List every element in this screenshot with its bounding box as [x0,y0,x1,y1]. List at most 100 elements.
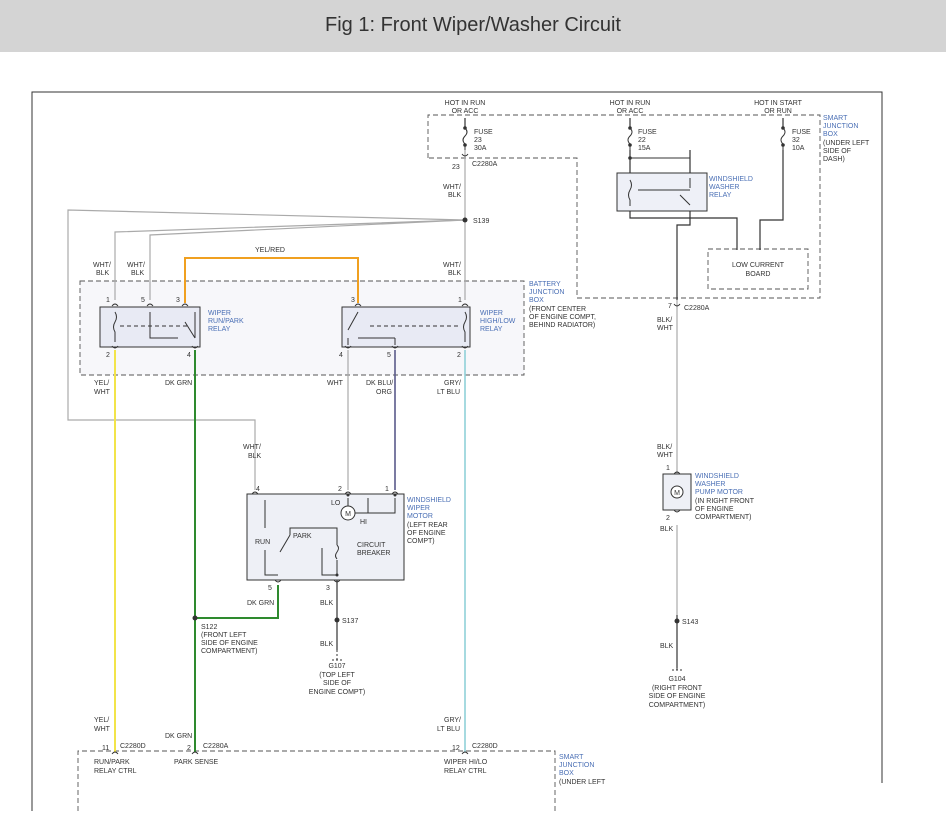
wht-blk-3-l1: WHT/ [443,262,461,269]
bottom-hilo-ctrl-l2: RELAY CTRL [444,768,487,775]
wire-wht-blk-2 [149,219,466,300]
bottom-yel-wht-l2: WHT [94,726,111,733]
gry-lt-blu-mid-l2: LT BLU [437,389,460,396]
wire-yel-red [184,257,359,303]
pump-blk-wht2-l2: WHT [657,452,674,459]
wm-breaker-l1: CIRCUIT [357,542,386,549]
wm-blk: BLK [320,600,334,607]
lcb-l1: LOW CURRENT [732,262,785,269]
bottom-sjb-l1: SMART [559,754,584,761]
s143-dot [674,618,680,624]
wire-dk-grn [194,350,279,752]
rp-label-l1: WIPER [208,310,231,317]
rp-pin2: 2 [106,352,110,359]
wm-loc-l2: OF ENGINE [407,530,446,537]
pump-blk2: BLK [660,643,674,650]
rp-label-l3: RELAY [208,326,231,333]
wht-blk-3-l2: BLK [448,270,462,277]
wm-label-l1: WINDSHIELD [407,497,451,504]
g107-loc-l2: SIDE OF [323,680,351,687]
wm-pin2: 2 [338,486,342,493]
wm-dk-grn: DK GRN [247,600,274,607]
pump-label-l2: WASHER [695,481,725,488]
gry-lt-blu-mid-l1: GRY/ [444,380,461,387]
bjb-l2: JUNCTION [529,289,564,296]
g104-label: G104 [668,676,685,683]
g107-label: G107 [328,663,345,670]
hl-pin3: 3 [351,297,355,304]
fuse22-l1: FUSE [638,129,657,136]
fuse32-l3: 10A [792,145,805,152]
fuse23-l1: FUSE [474,129,493,136]
bjb-l3: BOX [529,297,544,304]
hl-pin1: 1 [458,297,462,304]
wht-mid: WHT [327,380,344,387]
wm-loc-l3: COMPT) [407,538,435,545]
wm-lo: LO [331,500,341,507]
g107-loc-l3: ENGINE COMPT) [309,689,365,696]
fuse-symbols [462,127,786,150]
hl-label-l2: HIGH/LOW [480,318,516,325]
s122-loc-l2: SIDE OF ENGINE [201,640,258,647]
pump-blk: BLK [660,526,674,533]
wm-hi: HI [360,519,367,526]
wht-blk-1-l1: WHT/ [93,262,111,269]
bottom-gry-l1: GRY/ [444,717,461,724]
wht-blk-top-l1: WHT/ [443,184,461,191]
s122-loc-l3: COMPARTMENT) [201,648,258,655]
s143-label: S143 [682,619,698,626]
wm-pin4: 4 [256,486,260,493]
wm-label-l3: MOTOR [407,513,433,520]
lcb-l2: BOARD [746,271,771,278]
wire-wht-blk-loop [67,209,466,490]
wire-wht-blk-1 [114,219,466,300]
sjb-top-l1: SMART [823,115,848,122]
bottom-hilo-ctrl-l1: WIPER HI/LO [444,759,488,766]
bottom-yel-wht-l1: YEL/ [94,717,109,724]
sjb-top-dashed-box [427,114,821,299]
pump-blk-wht2-l1: BLK/ [657,444,672,451]
junction-dots [192,126,785,624]
bottom-sjb-l3: BOX [559,770,574,777]
pump-m: M [674,490,680,497]
bottom-c2280d-1: C2280D [120,743,146,750]
bottom-sjb-l2: JUNCTION [559,762,594,769]
washer-relay-l3: RELAY [709,192,732,199]
washer-relay-feed [630,157,691,175]
rp-pin3: 3 [176,297,180,304]
s122-dot [192,615,198,621]
bottom-c2280d-2: C2280D [472,743,498,750]
wm-pin3: 3 [326,585,330,592]
pump-loc-l2: OF ENGINE [695,506,734,513]
hot3-line2: OR RUN [764,108,792,115]
diagram-canvas: HOT IN RUN OR ACC HOT IN RUN OR ACC HOT … [31,91,883,811]
g104-loc-l2: SIDE OF ENGINE [649,693,706,700]
washer-relay-l1: WINDSHIELD [709,176,753,183]
pump-label-l3: PUMP MOTOR [695,489,743,496]
pin-7: 7 [668,303,672,310]
pump-motor-m-symbol [670,485,684,499]
pump-pin2: 2 [666,515,670,522]
washer-relay-l2: WASHER [709,184,739,191]
fuse22-l2: 22 [638,137,646,144]
bottom-park-sense: PARK SENSE [174,759,219,766]
hot2-line1: HOT IN RUN [610,100,651,107]
washer-relay-internals [628,178,691,206]
wm-breaker-l2: BREAKER [357,550,390,557]
fuse22-l3: 15A [638,145,651,152]
sjb-top-l3: BOX [823,131,838,138]
bottom-pin11: 11 [102,745,109,752]
hot1-line1: HOT IN RUN [445,100,486,107]
wht-blk-motor-l2: BLK [248,453,262,460]
wm-pin5: 5 [268,585,272,592]
fuse23-l2: 23 [474,137,482,144]
s137-label: S137 [342,618,358,625]
fuse32-wire [759,150,784,250]
s139-dot [462,217,468,223]
bottom-pin12: 12 [452,745,460,752]
bjb-loc1: (FRONT CENTER [529,306,586,313]
sjb-top-loc1: (UNDER LEFT [823,140,870,147]
dk-blu-org-l2: ORG [376,389,392,396]
fuse23-l3: 30A [474,145,487,152]
hilo-relay-box [341,306,471,348]
